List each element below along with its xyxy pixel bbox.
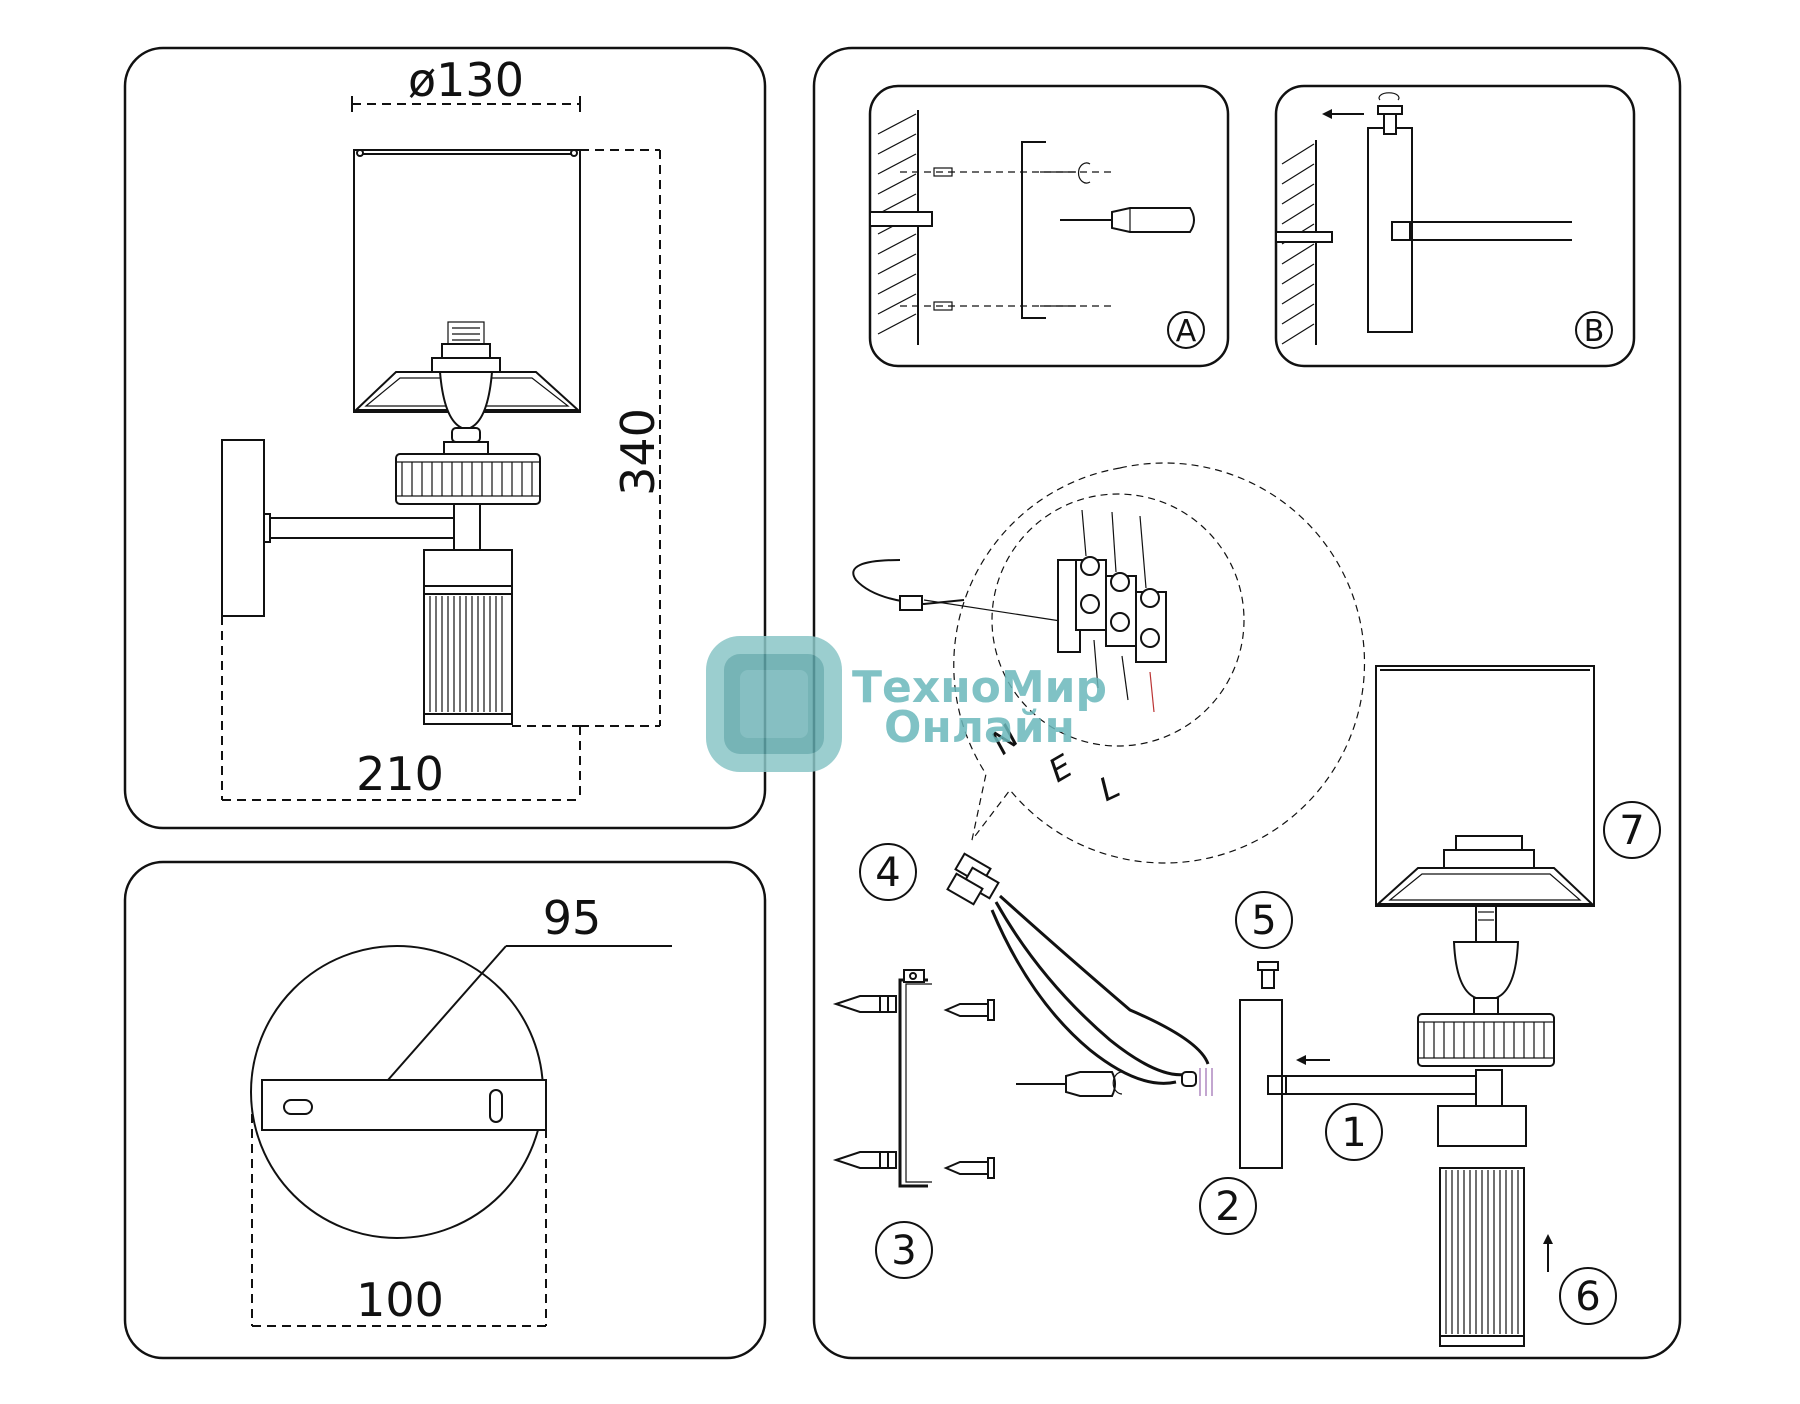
callout-7: 7	[1619, 808, 1644, 854]
shade-diameter-label: ø130	[408, 53, 524, 107]
wall-hatch	[877, 193, 917, 215]
dimensions-panel-frame	[123, 46, 767, 830]
wire-connector	[946, 852, 1213, 1096]
wire-label-e: E	[1042, 747, 1079, 790]
fixture-shade	[1375, 665, 1595, 907]
wall-hatch	[1281, 283, 1315, 305]
mounting-kit	[832, 969, 1123, 1188]
wall-hatch	[1281, 263, 1315, 285]
watermark-line2: Онлайн	[884, 702, 1075, 753]
wall-hatch	[1281, 303, 1315, 325]
callouts: 1 2 3 4 5 6 7	[859, 801, 1661, 1325]
detail-b-label: B	[1584, 314, 1605, 349]
wall-hatch	[877, 173, 917, 195]
wall-hatch	[1281, 243, 1315, 265]
callout-4: 4	[875, 850, 900, 896]
wall-plate	[221, 439, 265, 617]
callout-1: 1	[1341, 1110, 1366, 1156]
wall-hatch	[1281, 323, 1315, 345]
fixture-assembly	[1286, 665, 1595, 1347]
projection-label: 210	[356, 747, 444, 801]
detail-a: A	[868, 84, 1230, 368]
detail-a-label: A	[1176, 314, 1197, 349]
wall-hatch	[1281, 203, 1315, 225]
wall-plate-assembly	[1239, 961, 1330, 1169]
callout-5: 5	[1251, 898, 1276, 944]
wall-hatch	[877, 153, 917, 175]
mounting-bracket	[261, 1079, 547, 1131]
mount-width-label: 95	[543, 891, 602, 945]
height-label: 340	[611, 408, 665, 496]
watermark: ТехноМир Онлайн	[706, 636, 1107, 772]
callout-6: 6	[1575, 1274, 1600, 1320]
wall-hatch	[877, 253, 917, 275]
wall-hatch	[877, 293, 917, 315]
wall-hatch	[1281, 143, 1315, 165]
wall-hatch	[877, 273, 917, 295]
installation-panel: A B	[812, 46, 1682, 1360]
wall-hatch	[877, 133, 917, 155]
wall-hatch	[877, 113, 917, 135]
watermark-line1: ТехноМир	[852, 662, 1107, 713]
detail-b: B	[1274, 84, 1636, 368]
mount-panel-frame	[123, 860, 767, 1360]
wall-hatch	[1281, 183, 1315, 205]
wire-label-l: L	[1093, 767, 1125, 809]
wall-hatch	[877, 233, 917, 255]
base-diameter-label: 100	[356, 1273, 444, 1327]
callout-2: 2	[1215, 1184, 1240, 1230]
terminal-block	[1075, 509, 1167, 713]
callout-3: 3	[891, 1228, 916, 1274]
dimensions-panel: ø130	[123, 46, 767, 830]
mount-panel: 95 100	[123, 860, 767, 1360]
wall-hatch	[1281, 163, 1315, 185]
wall-hatch	[877, 313, 917, 335]
